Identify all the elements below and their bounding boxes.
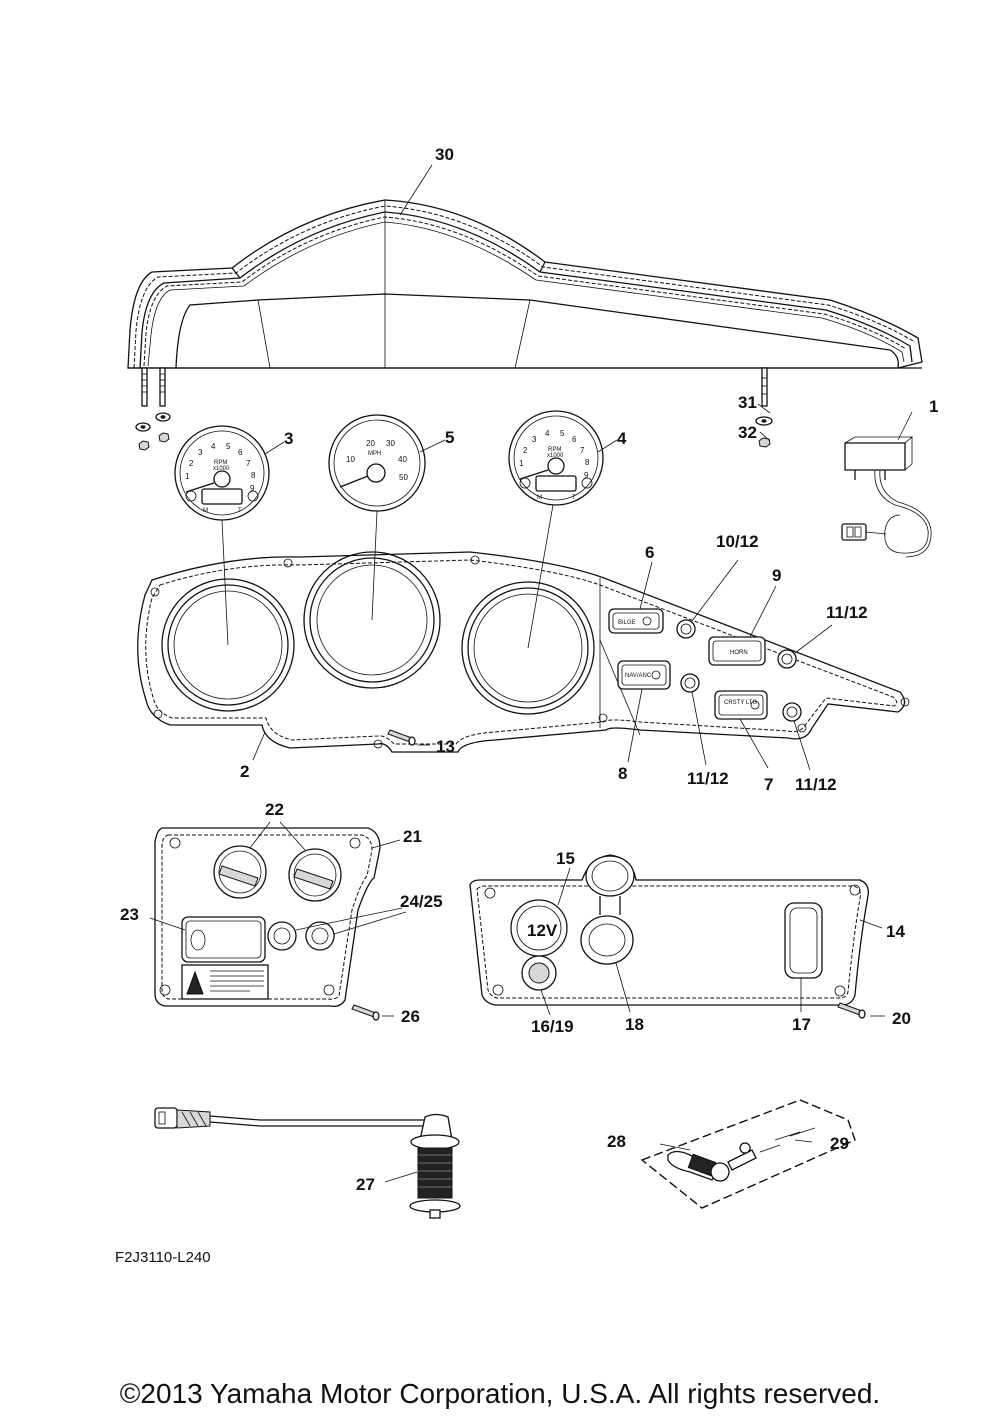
callout-20: 20 bbox=[892, 1009, 911, 1028]
callout-10-12: 10/12 bbox=[716, 532, 759, 551]
callout-7: 7 bbox=[764, 775, 773, 794]
left-sub-panel-part-21 bbox=[154, 827, 401, 1008]
cover-part-18 bbox=[580, 855, 635, 1013]
rocker-switch-part-23 bbox=[149, 916, 266, 963]
tach-left-tick-8: 8 bbox=[251, 471, 256, 480]
tach-left-corner-t: T bbox=[238, 508, 242, 514]
tach-left-tick-3: 3 bbox=[198, 448, 203, 457]
tach-right-tick-3: 3 bbox=[532, 435, 537, 444]
callout-5: 5 bbox=[445, 428, 454, 447]
horn-switch-label: HORN bbox=[730, 650, 748, 656]
socket-12v-text: 12V bbox=[527, 921, 558, 940]
callout-4: 4 bbox=[617, 429, 627, 448]
callout-14: 14 bbox=[886, 922, 905, 941]
copyright-notice: ©2013 Yamaha Motor Corporation, U.S.A. A… bbox=[119, 1378, 881, 1409]
callout-6: 6 bbox=[645, 543, 654, 562]
callout-30: 30 bbox=[435, 145, 454, 164]
tach-left-tick-4: 4 bbox=[211, 442, 216, 451]
tach-left-tick-7: 7 bbox=[246, 459, 251, 468]
tach-left-tick-9: 9 bbox=[250, 484, 255, 493]
tach-right-tick-1: 1 bbox=[519, 459, 524, 468]
nav-anc-switch-part-8: NAV/ANC bbox=[617, 660, 671, 763]
speedo-unit: MPH bbox=[368, 451, 381, 457]
callout-24-25: 24/25 bbox=[400, 892, 443, 911]
speedo-tick-40: 40 bbox=[398, 455, 407, 464]
screw-part-20 bbox=[837, 1002, 885, 1019]
blower-knobs-part-22 bbox=[213, 821, 342, 902]
tach-left-scale: x1000 bbox=[213, 466, 230, 472]
dash-panel-part-2 bbox=[137, 551, 910, 761]
tach-right-tick-8: 8 bbox=[585, 458, 590, 467]
callout-3: 3 bbox=[284, 429, 293, 448]
tach-left-tick-6: 6 bbox=[238, 448, 243, 457]
callout-27: 27 bbox=[356, 1175, 375, 1194]
sensor-part-27 bbox=[154, 1107, 461, 1219]
tach-right-corner-m: M bbox=[537, 495, 542, 501]
tach-left-tick-1: 1 bbox=[185, 472, 190, 481]
tach-right-corner-t: T bbox=[572, 495, 576, 501]
tach-right-tick-7: 7 bbox=[580, 446, 585, 455]
tachometer-left-part-3: 1 2 3 4 5 6 7 8 9 RPM x1000 M T bbox=[174, 425, 270, 521]
socket-12v-part-15: 12V bbox=[510, 867, 571, 957]
speedo-tick-30: 30 bbox=[386, 439, 395, 448]
callout-11-12-right: 11/12 bbox=[795, 775, 837, 794]
courtesy-switch-label: CRSTY LTG bbox=[724, 700, 757, 706]
callout-9: 9 bbox=[772, 566, 781, 585]
callout-21: 21 bbox=[403, 827, 422, 846]
callout-16-19: 16/19 bbox=[531, 1017, 574, 1036]
dash-cover-part-30 bbox=[127, 199, 923, 407]
callout-2: 2 bbox=[240, 762, 249, 781]
drawing-code: F2J3110-L240 bbox=[115, 1249, 211, 1266]
callout-29: 29 bbox=[830, 1134, 849, 1153]
courtesy-light-switch-part-7: CRSTY LTG bbox=[714, 690, 769, 769]
callout-23: 23 bbox=[120, 905, 139, 924]
washer-and-nut-parts-31-32 bbox=[135, 412, 773, 451]
speedo-tick-50: 50 bbox=[399, 473, 408, 482]
speedometer-part-5: MPH 10 20 30 40 50 bbox=[328, 414, 426, 512]
callout-17: 17 bbox=[792, 1015, 811, 1034]
tachometer-right-part-4: 1 2 3 4 5 6 7 8 9 RPM x1000 M T bbox=[508, 410, 604, 506]
callout-1: 1 bbox=[929, 397, 938, 416]
tach-left-corner-m: M bbox=[203, 508, 208, 514]
tach-right-scale: x1000 bbox=[547, 453, 564, 459]
key-kit-parts-28-29 bbox=[640, 1099, 856, 1209]
tach-left-tick-5: 5 bbox=[226, 442, 231, 451]
callout-22: 22 bbox=[265, 800, 284, 819]
speedo-tick-10: 10 bbox=[346, 455, 355, 464]
screw-part-13 bbox=[387, 729, 430, 746]
tach-right-unit: RPM bbox=[548, 447, 561, 453]
screw-part-26 bbox=[351, 1004, 394, 1021]
plugs-parts-24-25 bbox=[267, 907, 407, 951]
tach-right-tick-9: 9 bbox=[584, 471, 589, 480]
tach-left-tick-2: 2 bbox=[189, 459, 194, 468]
callout-31: 31 bbox=[738, 393, 757, 412]
callout-8: 8 bbox=[618, 764, 627, 783]
callout-26: 26 bbox=[401, 1007, 420, 1026]
callout-11-12-middle: 11/12 bbox=[687, 769, 729, 788]
tach-right-tick-5: 5 bbox=[560, 429, 565, 438]
hole-plugs-parts-10-11-12 bbox=[676, 559, 833, 771]
tach-right-tick-2: 2 bbox=[523, 446, 528, 455]
tach-right-tick-6: 6 bbox=[572, 435, 577, 444]
callout-18: 18 bbox=[625, 1015, 644, 1034]
callout-32: 32 bbox=[738, 423, 757, 442]
nav-anc-switch-label: NAV/ANC bbox=[625, 673, 652, 679]
plug-part-16-19 bbox=[521, 955, 557, 1016]
tach-right-tick-4: 4 bbox=[545, 429, 550, 438]
callout-11-12-upper: 11/12 bbox=[826, 603, 868, 622]
callout-15: 15 bbox=[556, 849, 575, 868]
callout-13: 13 bbox=[436, 737, 455, 756]
tach-left-unit: RPM bbox=[214, 460, 227, 466]
speedo-tick-20: 20 bbox=[366, 439, 375, 448]
module-part-1 bbox=[841, 436, 932, 558]
warning-label bbox=[181, 964, 269, 1000]
horn-switch-part-9: HORN bbox=[708, 585, 777, 666]
callout-28: 28 bbox=[607, 1132, 626, 1151]
bilge-switch-label: BILGE bbox=[618, 620, 636, 626]
bilge-switch-part-6: BILGE bbox=[608, 561, 664, 634]
switch-part-17 bbox=[784, 902, 823, 1012]
